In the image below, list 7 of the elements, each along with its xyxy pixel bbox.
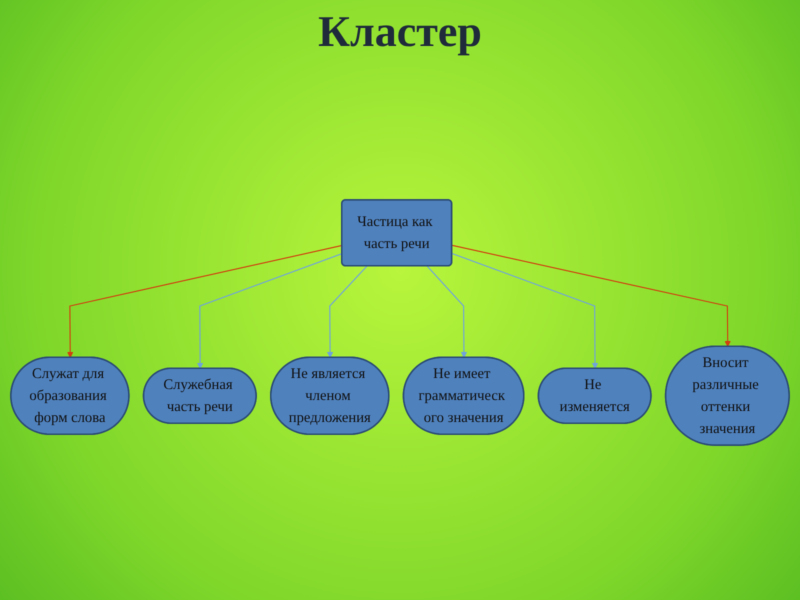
arrow (326, 265, 368, 358)
arrow (452, 244, 731, 346)
arrow (196, 252, 342, 368)
arrow (452, 252, 598, 368)
arrow (66, 244, 342, 358)
diagram-title: Кластер (317, 6, 483, 57)
arrow (426, 265, 468, 358)
